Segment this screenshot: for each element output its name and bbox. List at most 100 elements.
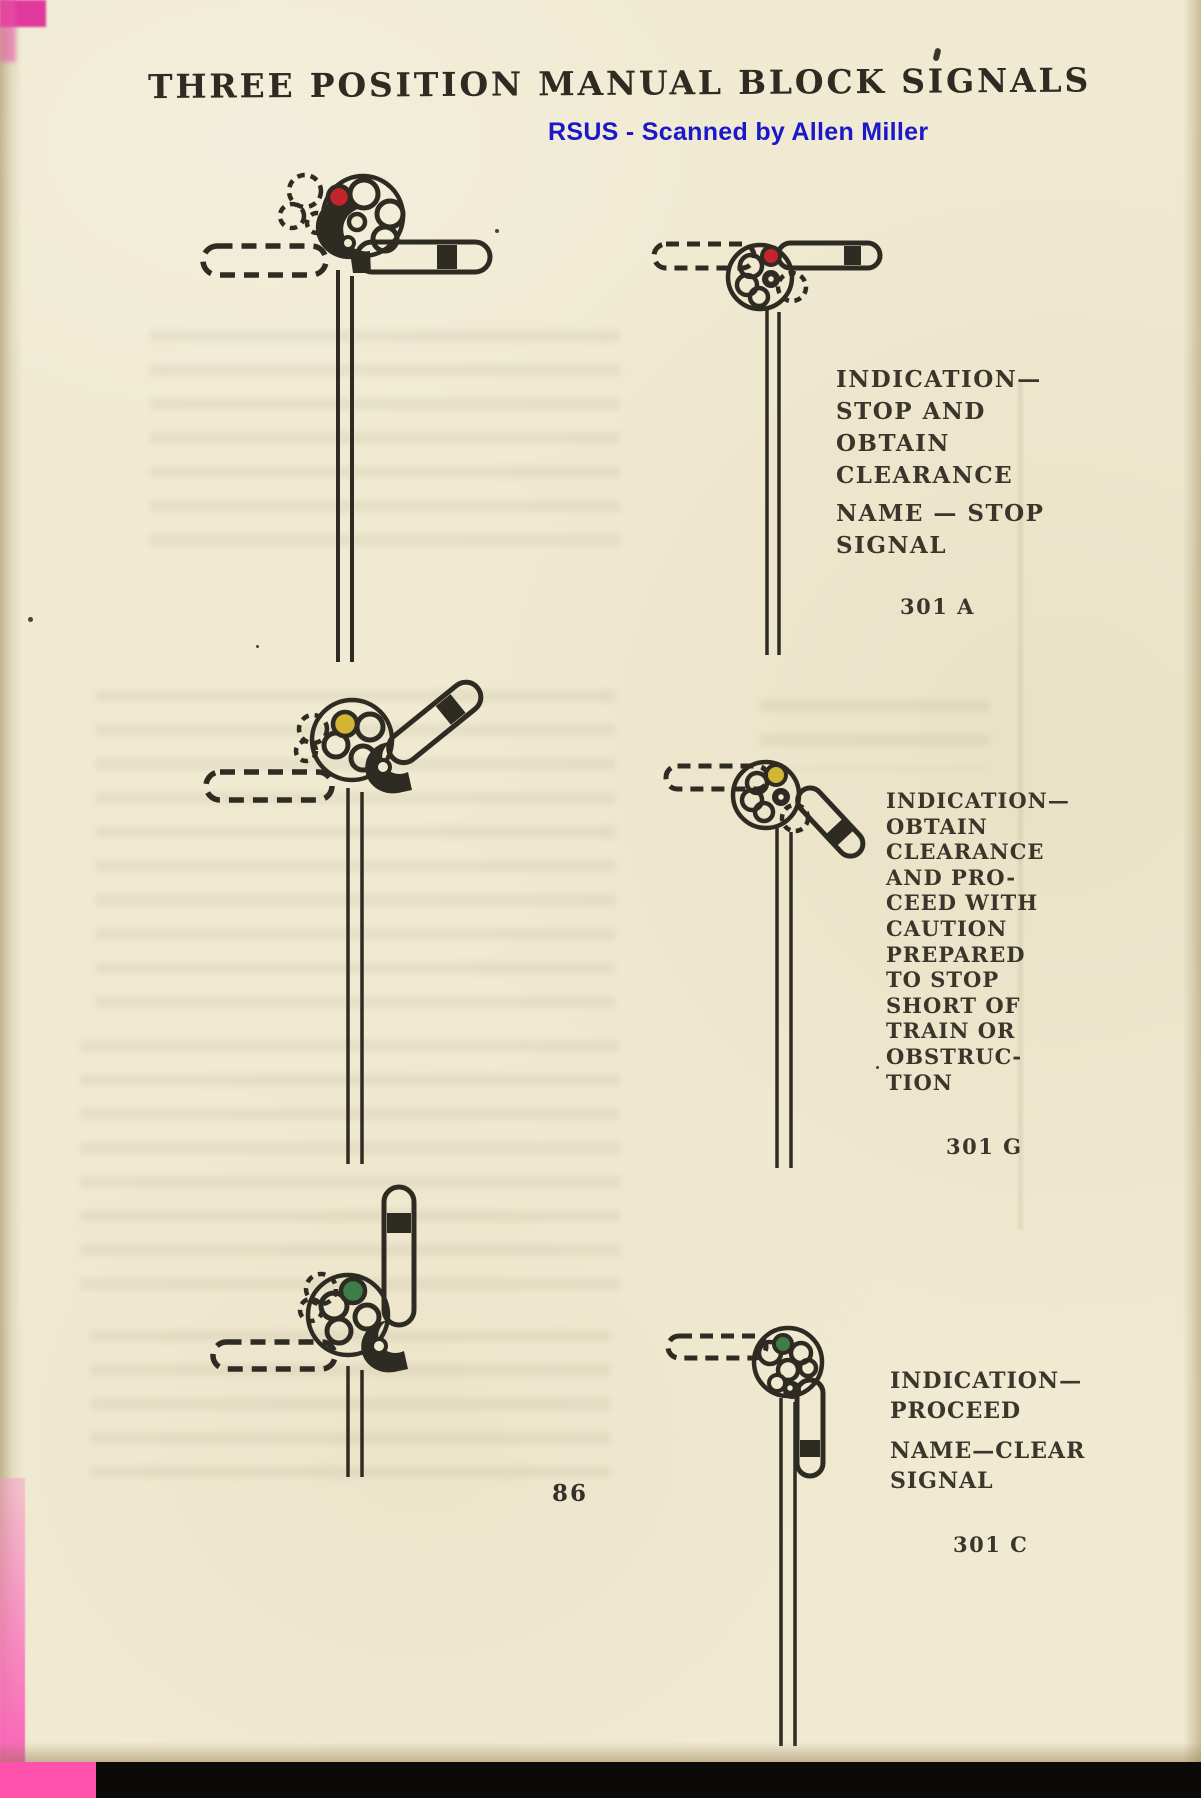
yellow-lens — [764, 763, 788, 787]
semaphore-drawing — [651, 240, 883, 655]
indication-text-clear: INDICATION— PROCEED — [890, 1366, 1082, 1426]
pivot-ring — [767, 1373, 787, 1393]
text-line: OBTAIN — [886, 813, 988, 839]
semaphore-arm-ghost-dashed — [210, 1339, 338, 1372]
arm-band — [826, 819, 853, 846]
text-line: CLEARANCE — [836, 462, 1014, 489]
rule-number-caution: 301 G — [946, 1134, 1023, 1159]
text-line: NAME — STOP — [836, 500, 1045, 527]
text-line: CLEARANCE — [886, 839, 1045, 865]
arm-pivot-casting — [365, 740, 412, 794]
signal-mast — [775, 828, 793, 1168]
text-line: TRAIN OR — [886, 1018, 1016, 1044]
text-line: INDICATION— — [886, 788, 1070, 813]
paper-speck — [876, 1066, 879, 1069]
text-line: SIGNAL — [890, 1468, 994, 1494]
ghost-lens-dashed — [775, 270, 809, 304]
text-line: AND PRO- — [886, 864, 1017, 890]
arm-band — [387, 1213, 411, 1233]
signal-mast — [346, 788, 364, 1164]
spectacle-lens-rings — [318, 1290, 382, 1346]
paper-speck — [495, 229, 499, 233]
semaphore-drawing — [663, 759, 866, 1168]
scan-edge-right — [1183, 0, 1201, 1798]
arm-pivot-casting — [361, 1319, 408, 1373]
pivot-ring — [783, 1381, 797, 1395]
semaphore-arm-ghost-dashed — [203, 769, 335, 803]
text-line: PREPARED — [886, 941, 1026, 967]
semaphore-arm-ghost-dashed — [200, 243, 329, 278]
arm-pivot-casting — [315, 198, 371, 273]
semaphore-caution-rear-diagram — [663, 759, 866, 1168]
scan-edge-shadow — [0, 1742, 1201, 1762]
signal-mast — [346, 1366, 364, 1477]
semaphore-clear-rear-diagram — [665, 1325, 826, 1746]
signal-mast — [336, 270, 354, 662]
semaphore-drawing — [665, 1325, 826, 1746]
pink-scan-mark-top-left — [0, 0, 16, 62]
spectacle-casting — [305, 1272, 391, 1358]
spectacle-lens-rings — [734, 252, 771, 309]
paper-speck — [28, 617, 33, 622]
pivot-ring — [346, 211, 368, 233]
arm-band — [437, 245, 457, 269]
show-through-text — [80, 1040, 620, 1290]
signal-mast — [779, 1398, 797, 1746]
scan-edge-bottom-pink — [0, 1762, 96, 1798]
semaphore-arm-horizontal — [775, 240, 883, 271]
text-line: PROCEED — [890, 1398, 1022, 1424]
arm-band — [435, 694, 466, 725]
name-text-stop: NAME — STOP SIGNAL — [836, 498, 1044, 562]
scan-watermark: RSUS - Scanned by Allen Miller — [548, 118, 929, 146]
semaphore-stop-day-diagram — [200, 172, 493, 662]
page-number: 86 — [551, 1480, 588, 1507]
scan-edge-left — [0, 0, 22, 1798]
red-lens — [760, 245, 782, 267]
arm-band — [800, 1440, 820, 1457]
green-lens — [772, 1333, 794, 1355]
pivot-ring — [764, 272, 778, 286]
text-line: TION — [886, 1069, 953, 1095]
spectacle-casting — [725, 242, 795, 312]
text-line: INDICATION— — [836, 366, 1042, 393]
text-line: OBSTRUC- — [886, 1043, 1023, 1069]
semaphore-arm-ghost-dashed — [663, 763, 771, 792]
semaphore-stop-rear-diagram — [651, 240, 883, 655]
arm-band — [844, 246, 861, 265]
show-through-text — [150, 330, 620, 560]
text-line: NAME—CLEAR — [890, 1438, 1086, 1464]
ghost-lens-dashed — [779, 802, 811, 834]
show-through-text — [95, 690, 615, 1010]
rule-number-clear: 301 C — [953, 1532, 1029, 1557]
red-lens — [325, 183, 353, 211]
green-lens — [338, 1276, 368, 1306]
semaphore-drawing — [203, 679, 484, 1164]
text-line: TO STOP — [886, 967, 1000, 993]
semaphore-arm-diagonal — [795, 785, 866, 859]
semaphore-arm-vertical-up — [381, 1184, 417, 1328]
scan-edge-bottom-black — [0, 1762, 1201, 1798]
yellow-lens — [330, 709, 360, 739]
text-line: SIGNAL — [836, 532, 948, 559]
semaphore-drawing — [210, 1184, 417, 1477]
text-line: CAUTION — [886, 915, 1008, 941]
semaphore-caution-day-diagram — [203, 679, 484, 1164]
page-title: THREE POSITION MANUAL BLOCK SIGNALS — [147, 60, 1092, 107]
spectacle-ghost-lenses — [293, 712, 330, 764]
pink-scan-edge-bottom-left — [0, 1478, 25, 1766]
text-line: STOP AND — [836, 398, 986, 425]
semaphore-arm-ghost-dashed — [665, 1333, 769, 1361]
pivot-ring — [370, 1337, 388, 1355]
spectacle-lens-rings — [756, 1339, 819, 1383]
spectacle-lens-rings — [739, 770, 776, 824]
show-through-text — [760, 700, 990, 770]
stray-ink-mark — [932, 47, 942, 62]
text-line: SHORT OF — [886, 992, 1021, 1018]
paper-speck — [256, 645, 259, 648]
semaphore-arm-vertical-down — [794, 1377, 826, 1479]
semaphore-arm-diagonal — [386, 679, 484, 766]
pivot-ring — [340, 235, 356, 251]
text-line: INDICATION— — [890, 1368, 1083, 1394]
signal-mast — [765, 308, 781, 655]
